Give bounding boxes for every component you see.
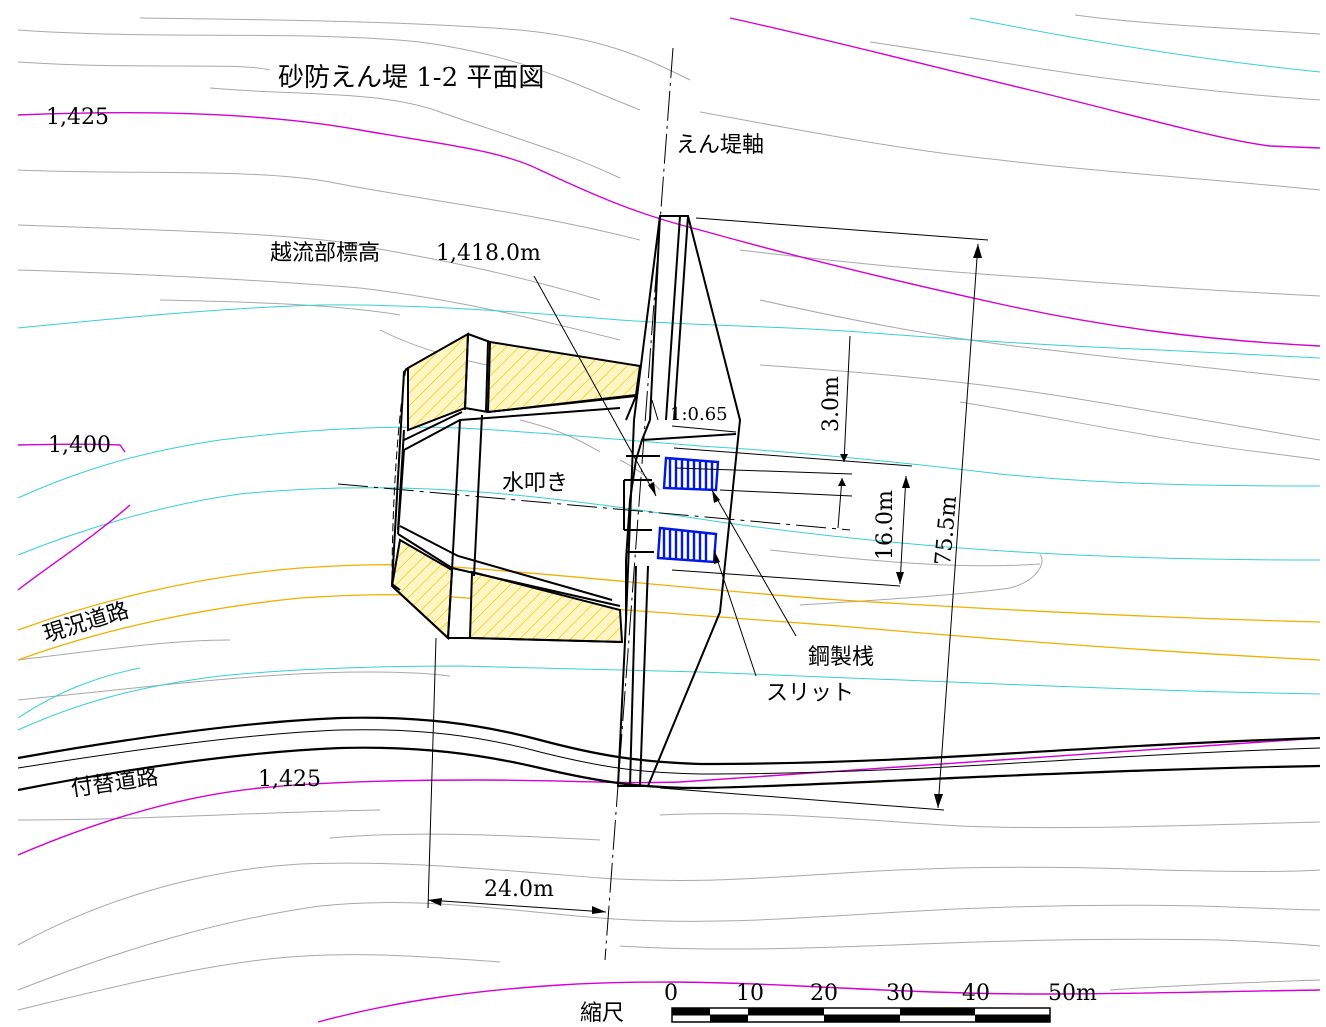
scale-tick-40: 40: [962, 981, 990, 1006]
scale-tick-30: 30: [886, 981, 914, 1006]
contour-1400: 1,400: [48, 433, 111, 458]
apron-structure: [390, 332, 642, 644]
overflow-elevation-label: 越流部標高: [270, 241, 380, 266]
steel-pile-label: 鋼製桟: [808, 645, 874, 670]
dam-body: [616, 215, 742, 787]
scale-tick-10: 10: [736, 981, 764, 1006]
drawing-title: 砂防えん堤 1-2 平面図: [278, 63, 544, 93]
slope-label: 1:0.65: [670, 404, 728, 425]
dam-axis-label: えん堤軸: [676, 133, 764, 158]
upper-wing-hatch: [407, 332, 470, 432]
contour-1425-bottom: 1,425: [258, 767, 321, 792]
existing-road-lines: [17, 564, 1321, 661]
lower-slit: [656, 526, 718, 564]
dim-3m-label: 3.0m: [819, 376, 844, 432]
scale-bar-graphic: [671, 1007, 1051, 1023]
dim-75-5m-label: 75.5m: [931, 495, 962, 567]
gray-contours: [17, 14, 1321, 1011]
dimension-lines: [427, 217, 989, 914]
steel-slits: [656, 456, 720, 564]
existing-road-label: 現況道路: [40, 598, 131, 648]
upper-side-hatch: [486, 340, 642, 414]
axis-lines: [337, 47, 851, 961]
upper-slit: [662, 456, 720, 492]
dim-24m-label: 24.0m: [484, 877, 554, 902]
replacement-road-label: 付替道路: [69, 765, 160, 802]
contour-1425-top: 1,425: [46, 105, 109, 130]
scale-label: 縮尺: [580, 1001, 624, 1026]
apron-label: 水叩き: [502, 471, 568, 496]
dim-16m-label: 16.0m: [873, 490, 898, 560]
lower-wing-hatch: [390, 538, 454, 641]
scale-tick-0: 0: [664, 981, 678, 1006]
cyan-contours: [17, 17, 1321, 731]
replacement-road-lines: [17, 716, 1321, 792]
lower-side-hatch: [468, 570, 624, 644]
overflow-elevation-value: 1,418.0m: [436, 241, 541, 266]
scale-tick-50: 50m: [1048, 981, 1097, 1006]
text-labels: 砂防えん堤 1-2 平面図 えん堤軸 越流部標高 1,418.0m 1:0.65…: [40, 63, 1097, 1026]
index-contours: [17, 17, 1321, 1023]
slit-label: スリット: [766, 681, 854, 706]
scale-tick-20: 20: [810, 981, 838, 1006]
